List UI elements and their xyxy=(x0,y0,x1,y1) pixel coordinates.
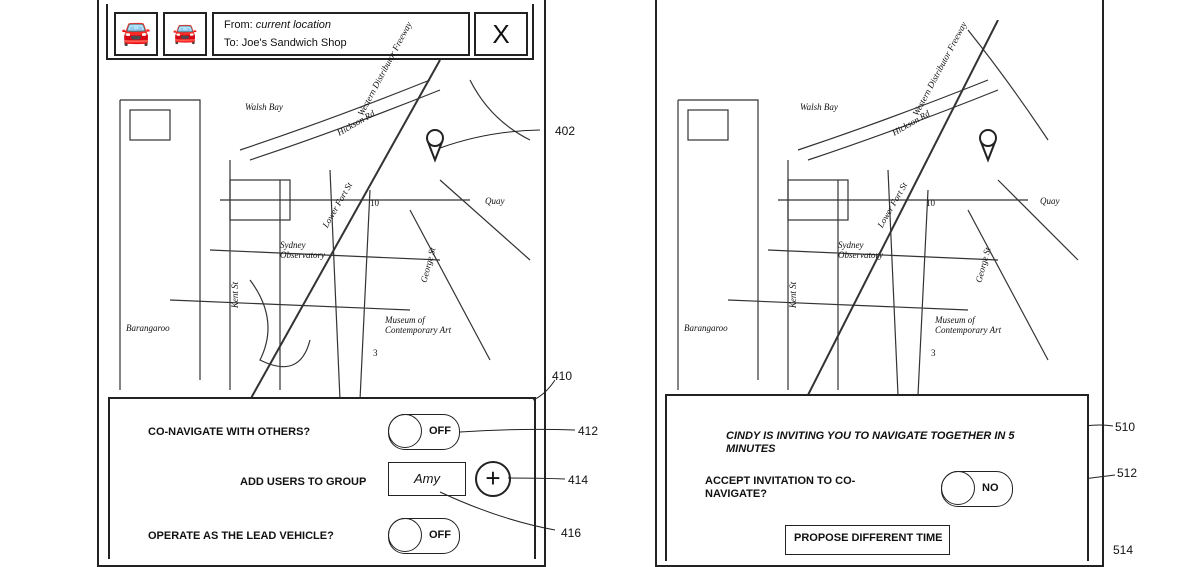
conav-toggle[interactable]: OFF xyxy=(388,414,460,450)
map-label: Sydney Observatory xyxy=(838,240,883,260)
add-users-label: ADD USERS TO GROUP xyxy=(240,476,367,488)
map-label: Kent St xyxy=(788,281,799,309)
map-label: Museum of Contemporary Art xyxy=(935,315,1002,335)
ref-512: 512 xyxy=(1117,466,1138,480)
car-icon: 🚘 xyxy=(121,20,151,47)
map-pin-icon[interactable] xyxy=(426,129,444,163)
highway-shield: 10 xyxy=(926,198,935,208)
left-map[interactable] xyxy=(110,60,540,400)
map-label: Walsh Bay xyxy=(245,102,283,112)
close-button[interactable]: X xyxy=(474,12,528,56)
propose-different-time-button[interactable]: PROPOSE DIFFERENT TIME xyxy=(785,525,950,555)
ref-412: 412 xyxy=(578,424,599,438)
accept-toggle[interactable]: NO xyxy=(941,471,1013,507)
from-value: current location xyxy=(255,19,332,31)
map-label: Sydney Observatory xyxy=(280,240,325,260)
leader-lines xyxy=(439,379,1116,531)
map-pin-icon[interactable] xyxy=(979,129,997,163)
group-vehicle-button[interactable]: 🚘 xyxy=(163,12,207,56)
conav-label: CO-NAVIGATE WITH OTHERS? xyxy=(148,426,311,438)
toggle-state: OFF xyxy=(429,425,451,437)
single-vehicle-button[interactable]: 🚘 xyxy=(114,12,158,56)
highway-shield: 3 xyxy=(931,348,936,358)
toggle-state: NO xyxy=(982,482,999,494)
map-label: Quay xyxy=(485,196,505,206)
ref-410: 410 xyxy=(552,369,573,383)
toggle-state: OFF xyxy=(429,529,451,541)
map-label: Museum of Contemporary Art xyxy=(385,315,452,335)
ref-414: 414 xyxy=(568,473,589,487)
to-value: To: Joe's Sandwich Shop xyxy=(224,37,347,49)
from-label: From: xyxy=(224,19,253,31)
map-label: Quay xyxy=(1040,196,1060,206)
map-label: Barangaroo xyxy=(126,323,170,333)
ref-510: 510 xyxy=(1115,420,1136,434)
right-map[interactable] xyxy=(668,20,1088,395)
cars-icon: 🚘 xyxy=(172,23,198,45)
ref-416: 416 xyxy=(561,526,582,540)
highway-shield: 10 xyxy=(370,198,379,208)
ref-402: 402 xyxy=(555,124,576,138)
accept-label: ACCEPT INVITATION TO CO-NAVIGATE? xyxy=(705,475,856,500)
lead-vehicle-label: OPERATE AS THE LEAD VEHICLE? xyxy=(148,530,334,542)
highway-shield: 3 xyxy=(373,348,378,358)
invitation-message: CINDY IS INVITING YOU TO NAVIGATE TOGETH… xyxy=(726,430,1015,455)
route-field[interactable]: From: current location To: Joe's Sandwic… xyxy=(212,12,470,56)
user-input[interactable]: Amy xyxy=(388,462,466,496)
map-label: Barangaroo xyxy=(684,323,728,333)
map-label: Walsh Bay xyxy=(800,102,838,112)
add-user-button[interactable]: + xyxy=(475,461,511,497)
ref-514: 514 xyxy=(1113,543,1134,557)
